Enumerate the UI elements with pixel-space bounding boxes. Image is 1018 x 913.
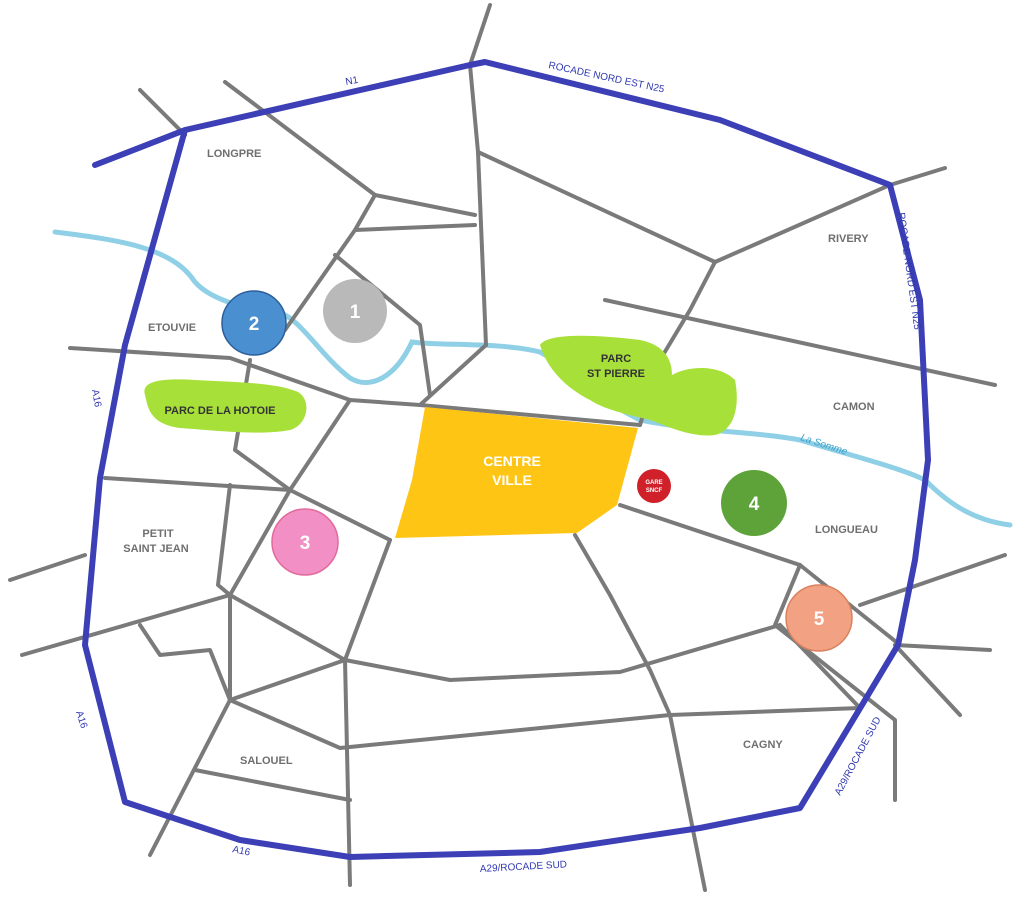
marker-5-label: 5 xyxy=(814,609,825,630)
marker-4-circle xyxy=(721,470,787,536)
river-label: La Somme xyxy=(799,432,849,458)
ring-road xyxy=(82,59,931,860)
marker-5-circle xyxy=(785,584,853,652)
marker-2-circle xyxy=(221,290,287,356)
road-label-a16-left-upper: A16 xyxy=(89,389,103,409)
district-rivery: RIVERY xyxy=(828,233,869,245)
station-icon xyxy=(637,469,671,503)
district-petit-saint-jean-line2: SAINT JEAN xyxy=(123,543,188,555)
district-camon: CAMON xyxy=(833,401,875,413)
marker-2[interactable]: 2 xyxy=(221,290,287,356)
road-label-n1: N1 xyxy=(345,75,360,88)
marker-4-label: 4 xyxy=(749,494,760,515)
district-salouel: SALOUEL xyxy=(240,755,293,767)
streets xyxy=(8,3,1007,892)
marker-1-circle xyxy=(323,279,387,343)
park-label-st-pierre-line1: PARC xyxy=(601,353,631,365)
park-label-hotoie: PARC DE LA HOTOIE xyxy=(164,405,275,417)
river-somme xyxy=(52,229,1013,528)
centre-ville xyxy=(395,407,638,538)
marker-4[interactable]: 4 xyxy=(721,470,787,536)
marker-2-label: 2 xyxy=(249,314,260,335)
centre-label-line2: VILLE xyxy=(492,472,532,488)
station-gare-sncf[interactable]: GARE SNCF xyxy=(637,469,671,503)
marker-5[interactable]: 5 xyxy=(785,584,853,652)
marker-1-label: 1 xyxy=(350,302,361,323)
district-longueau: LONGUEAU xyxy=(815,524,878,536)
station-label-line1: GARE xyxy=(645,480,662,486)
marker-3-circle xyxy=(271,508,339,576)
district-cagny: CAGNY xyxy=(743,739,783,751)
road-label-rocade-nord-est-right: ROCADE NORD EST N25 xyxy=(895,212,922,331)
district-petit-saint-jean-line1: PETIT xyxy=(142,528,173,540)
marker-3[interactable]: 3 xyxy=(271,508,339,576)
district-etouvie: ETOUVIE xyxy=(148,322,196,334)
road-label-a29-bottom: A29/ROCADE SUD xyxy=(480,859,568,875)
centre-label-line1: CENTRE xyxy=(483,453,541,469)
road-label-a16-bottom: A16 xyxy=(231,844,251,859)
park-st-pierre xyxy=(540,335,737,436)
station-label-line2: SNCF xyxy=(646,488,663,494)
park-hotoie xyxy=(144,379,307,433)
marker-3-label: 3 xyxy=(300,533,311,554)
marker-1[interactable]: 1 xyxy=(323,279,387,343)
park-label-st-pierre-line2: ST PIERRE xyxy=(587,368,645,380)
road-label-a16-left-lower: A16 xyxy=(73,710,89,731)
district-longpre: LONGPRE xyxy=(207,148,261,160)
road-label-a29-right: A29/ROCADE SUD xyxy=(833,715,884,797)
